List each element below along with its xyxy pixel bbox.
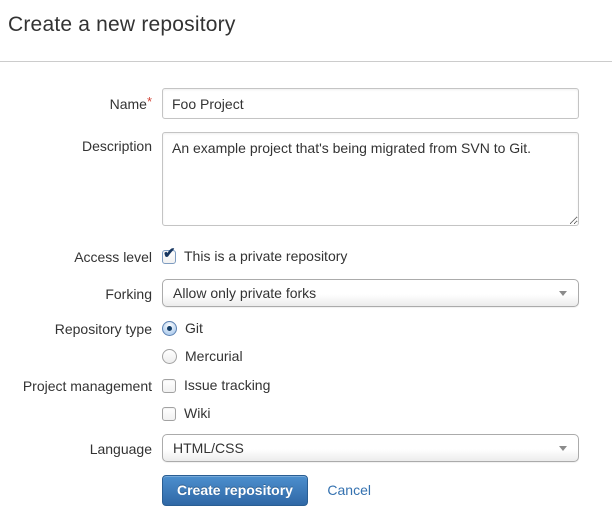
private-repository-checkbox-label: This is a private repository — [184, 248, 348, 264]
wiki-option[interactable]: Wiki — [162, 405, 580, 422]
issue-tracking-option[interactable]: Issue tracking — [162, 377, 580, 394]
forking-select[interactable]: Allow only private forks — [162, 279, 579, 307]
mercurial-radio-label: Mercurial — [185, 348, 243, 364]
repo-type-option-mercurial[interactable]: Mercurial — [162, 348, 580, 365]
create-repository-button[interactable]: Create repository — [162, 475, 308, 506]
language-select[interactable]: HTML/CSS — [162, 434, 579, 462]
page-title: Create a new repository — [8, 13, 236, 36]
forking-selected-value: Allow only private forks — [173, 285, 317, 301]
page-header: Create a new repository — [0, 0, 612, 62]
cancel-link[interactable]: Cancel — [327, 482, 371, 498]
private-repository-option[interactable]: This is a private repository — [162, 245, 580, 265]
issue-tracking-checkbox-label: Issue tracking — [184, 377, 271, 393]
forking-row: Forking Allow only private forks — [0, 279, 612, 307]
git-radio-label: Git — [185, 320, 203, 336]
name-label: Name* — [109, 94, 152, 113]
repository-type-label: Repository type — [54, 321, 152, 337]
create-repository-form: Name* Description An example project tha… — [0, 62, 612, 506]
chevron-down-icon — [559, 446, 567, 451]
access-level-label: Access level — [74, 249, 152, 265]
repository-type-row: Repository type Git Mercurial — [0, 320, 612, 365]
language-selected-value: HTML/CSS — [173, 440, 244, 456]
language-row: Language HTML/CSS — [0, 434, 612, 462]
wiki-checkbox-label: Wiki — [184, 405, 211, 421]
mercurial-radio[interactable] — [162, 349, 177, 364]
repo-type-option-git[interactable]: Git — [162, 320, 580, 337]
project-management-row: Project management Issue tracking Wiki — [0, 377, 612, 422]
git-radio[interactable] — [162, 321, 177, 336]
forking-label: Forking — [105, 286, 152, 302]
description-row: Description An example project that's be… — [0, 132, 612, 231]
issue-tracking-checkbox[interactable] — [162, 378, 176, 393]
description-label: Description — [81, 138, 152, 154]
actions-row: Create repository Cancel — [0, 475, 612, 506]
access-level-row: Access level This is a private repositor… — [0, 245, 612, 266]
name-row: Name* — [0, 88, 612, 119]
wiki-checkbox[interactable] — [162, 406, 176, 421]
name-input[interactable] — [162, 88, 579, 119]
description-textarea[interactable]: An example project that's being migrated… — [162, 132, 579, 226]
required-asterisk: * — [146, 94, 152, 109]
project-management-label: Project management — [22, 378, 152, 394]
chevron-down-icon — [559, 291, 567, 296]
private-repository-checkbox[interactable] — [162, 245, 176, 264]
language-label: Language — [89, 441, 152, 457]
